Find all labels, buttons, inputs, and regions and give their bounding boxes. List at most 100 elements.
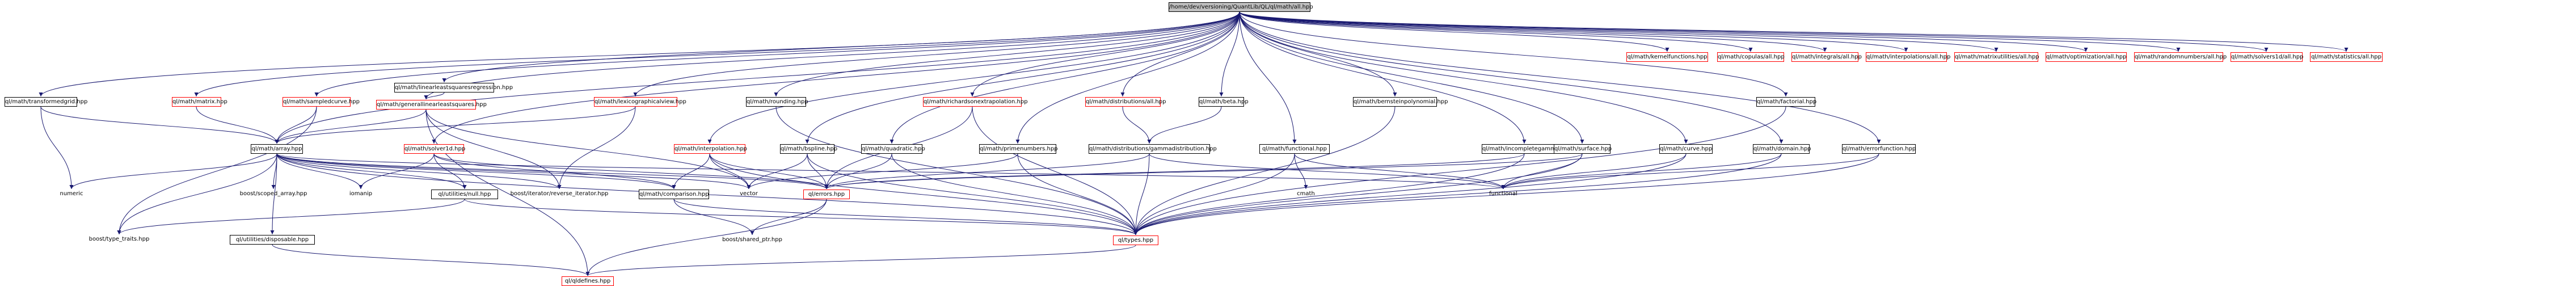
node-beta[interactable]: ql/math/beta.hpp <box>1199 97 1249 107</box>
edge-factorial-to-types <box>1133 106 1786 235</box>
node-comparison[interactable]: ql/math/comparison.hpp <box>639 190 709 199</box>
edge-root-to-curve <box>1239 11 1688 144</box>
edge-array-to-vector <box>276 153 751 190</box>
edge-sampledcurve-to-type_traits <box>117 106 317 235</box>
node-qldefines[interactable]: ql/qldefines.hpp <box>562 276 614 286</box>
edge-domain-to-functional_std <box>1501 153 1782 190</box>
edge-surface-to-types <box>1133 153 1583 235</box>
node-array[interactable]: ql/math/array.hpp <box>251 144 303 154</box>
node-utilities-disposable[interactable]: ql/utilities/disposable.hpp <box>230 235 315 245</box>
node-solver1d[interactable]: ql/math/solver1d.hpp <box>404 144 465 154</box>
edge-curve-to-functional_std <box>1501 153 1687 190</box>
node-lexicographicalview[interactable]: ql/math/lexicographicalview.hpp <box>594 97 686 107</box>
edge-domain-to-types <box>1133 153 1782 235</box>
node-cmath[interactable]: cmath <box>1297 191 1315 197</box>
node-primenumbers[interactable]: ql/math/primenumbers.hpp <box>979 144 1058 154</box>
node-boost-reverse-iterator[interactable]: boost/iterator/reverse_iterator.hpp <box>510 191 609 197</box>
edge-solver1d-to-nullh <box>433 153 467 190</box>
edge-gammadistribution-to-types <box>1133 153 1150 235</box>
edge-sampledcurve-to-array <box>275 106 317 144</box>
node-statistics-all[interactable]: ql/math/statistics/all.hpp <box>2310 52 2383 62</box>
edge-generallinearleastsquares-to-qldefines <box>425 109 590 276</box>
node-richardsonextrapolation[interactable]: ql/math/richardsonextrapolation.hpp <box>923 97 1028 107</box>
node-kernelfunctions[interactable]: ql/math/kernelfunctions.hpp <box>1626 52 1708 62</box>
node-matrix[interactable]: ql/math/matrix.hpp <box>172 97 227 107</box>
edge-root-to-linearleastsquares <box>442 11 1240 83</box>
edge-root-to-matrix <box>194 11 1240 97</box>
edge-root-to-integrals <box>1239 11 1827 52</box>
node-sampledcurve[interactable]: ql/math/sampledcurve.hpp <box>283 97 360 107</box>
node-functional-std[interactable]: functional <box>1489 191 1517 197</box>
edge-errors-to-shared_ptr <box>750 199 827 235</box>
edge-disposable-to-qldefines <box>272 244 590 276</box>
node-gammadistribution[interactable]: ql/math/distributions/gammadistribution.… <box>1089 144 1217 154</box>
node-errorfunction[interactable]: ql/math/errorfunction.hpp <box>1842 144 1916 154</box>
edge-functional-to-types <box>1133 153 1295 235</box>
node-boost-type-traits[interactable]: boost/type_traits.hpp <box>88 236 150 242</box>
edge-array-to-iomanip <box>276 153 363 190</box>
node-generallinearleastsquares[interactable]: ql/math/generallinearleastsquares.hpp <box>376 100 487 110</box>
edge-root-to-copulas <box>1239 11 1753 52</box>
edge-root-to-generallinearleastsquares <box>424 11 1240 100</box>
edge-errorfunction-to-types <box>1133 153 1879 235</box>
node-curve[interactable]: ql/math/curve.hpp <box>1659 144 1713 154</box>
edge-comparison-to-shared_ptr <box>673 199 754 235</box>
node-root-all[interactable]: /home/dev/versioning/QuantLib/QL/ql/math… <box>1169 2 1313 12</box>
edge-surface-to-functional_std <box>1501 153 1583 190</box>
edge-primenumbers-to-types <box>1017 153 1138 235</box>
edge-root-to-primenumbers <box>1015 11 1240 144</box>
edge-root-to-interpolation <box>707 11 1240 144</box>
node-interpolations-all[interactable]: ql/math/interpolations/all.hpp <box>1866 52 1950 62</box>
edge-generallinearleastsquares-to-vector <box>425 109 751 190</box>
edge-types-to-qldefines <box>585 245 1136 276</box>
edge-root-to-optimization <box>1239 11 2088 52</box>
edge-root-to-lexicographicalview <box>633 11 1240 97</box>
edge-quadratic-to-errors <box>824 153 892 190</box>
node-optimization-all[interactable]: ql/math/optimization/all.hpp <box>2046 52 2127 62</box>
node-solvers1d-all[interactable]: ql/math/solvers1d/all.hpp <box>2231 52 2303 62</box>
edge-root-to-quadratic <box>889 11 1240 144</box>
node-bernsteinpolynomial[interactable]: ql/math/bernsteinpolynomial.hpp <box>1353 97 1448 107</box>
edge-root-to-solvers1d <box>1239 11 2269 52</box>
node-integrals-all[interactable]: ql/math/integrals/all.hpp <box>1791 52 1862 62</box>
edge-incompletegamma-to-types <box>1133 153 1525 235</box>
node-factorial[interactable]: ql/math/factorial.hpp <box>1756 97 1816 107</box>
edge-incompletegamma-to-errors <box>824 153 1525 190</box>
edge-matrix-to-array <box>196 106 279 144</box>
node-boost-scoped-array[interactable]: boost/scoped_array.hpp <box>239 191 307 197</box>
edge-root-to-interpolations <box>1239 11 1908 52</box>
node-functional[interactable]: ql/math/functional.hpp <box>1259 144 1330 154</box>
edge-distributions-to-gammadistribution <box>1122 106 1152 144</box>
edge-root-to-distributions <box>1120 11 1240 97</box>
node-vector[interactable]: vector <box>740 191 758 197</box>
edge-interpolation-to-errors <box>709 153 829 190</box>
node-surface[interactable]: ql/math/surface.hpp <box>1554 144 1612 154</box>
node-rounding[interactable]: ql/math/rounding.hpp <box>746 97 808 107</box>
edge-root-to-factorial <box>1239 11 1788 97</box>
node-randomnumbers-all[interactable]: ql/math/randomnumbers/all.hpp <box>2134 52 2227 62</box>
node-boost-shared-ptr[interactable]: boost/shared_ptr.hpp <box>722 237 782 243</box>
edge-transformedgrid-to-numeric <box>40 106 74 190</box>
node-matrixutilities-all[interactable]: ql/math/matrixutilities/all.hpp <box>1954 52 2039 62</box>
edge-bspline-to-vector <box>747 153 808 190</box>
node-types[interactable]: ql/types.hpp <box>1113 235 1158 245</box>
node-linearleastsquaresregression[interactable]: ql/math/linearleastsquaresregression.hpp <box>394 83 513 92</box>
node-interpolation[interactable]: ql/math/interpolation.hpp <box>674 144 747 154</box>
edge-richardson-to-types <box>972 106 1138 235</box>
node-errors[interactable]: ql/errors.hpp <box>803 190 850 199</box>
edge-transformedgrid-to-array <box>40 106 279 144</box>
node-domain[interactable]: ql/math/domain.hpp <box>1753 144 1811 154</box>
edge-bspline-to-types <box>807 153 1138 235</box>
node-transformedgrid[interactable]: ql/math/transformedgrid.hpp <box>5 97 87 107</box>
node-copulas-all[interactable]: ql/math/copulas/all.hpp <box>1717 52 1785 62</box>
node-iomanip[interactable]: iomanip <box>349 191 373 197</box>
edge-array-to-type_traits <box>117 153 277 235</box>
node-distributions-all[interactable]: ql/math/distributions/all.hpp <box>1085 97 1166 107</box>
edge-root-to-sampledcurve <box>314 11 1240 97</box>
node-utilities-null[interactable]: ql/utilities/null.hpp <box>431 190 498 199</box>
node-quadratic[interactable]: ql/math/quadratic.hpp <box>861 144 925 154</box>
edge-solver1d-to-iomanip <box>359 153 435 190</box>
node-numeric[interactable]: numeric <box>60 191 83 197</box>
node-bspline[interactable]: ql/math/bspline.hpp <box>780 144 837 154</box>
edge-primenumbers-to-vector <box>747 153 1018 190</box>
